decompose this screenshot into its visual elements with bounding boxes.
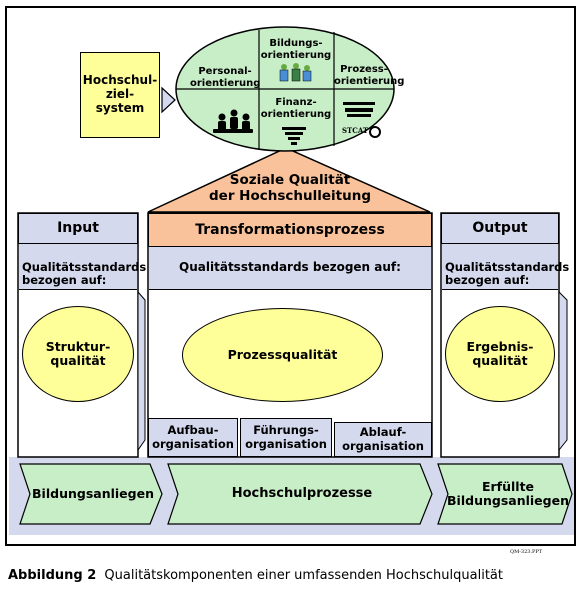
result-quality-ellipse: Ergebnis- qualität bbox=[445, 306, 555, 402]
stcat-label: STCAT bbox=[342, 126, 369, 135]
process-quality-ellipse: Prozessqualität bbox=[182, 308, 383, 402]
output-side-chevron bbox=[558, 290, 568, 452]
arrow-label-hochschulprozesse: Hochschulprozesse bbox=[231, 485, 373, 501]
org-box-ablauf: Ablauf- organisation bbox=[334, 422, 432, 457]
transformation-subheader: Qualitätsstandards bezogen auf: bbox=[149, 247, 431, 290]
arrow-shape-3 bbox=[437, 463, 573, 525]
input-subheader: Qualitätsstandards bezogen auf: bbox=[19, 244, 146, 290]
arrow-label-erfuellte-bildungsanliegen: Erfüllte Bildungsanliegen bbox=[447, 478, 569, 508]
caption-text: Qualitätskomponenten einer umfassenden H… bbox=[104, 568, 503, 583]
output-subheader: Qualitätsstandards bezogen auf: bbox=[442, 244, 569, 290]
structure-quality-ellipse: Struktur- qualität bbox=[22, 306, 134, 402]
zielsystem-arrow bbox=[161, 86, 176, 114]
file-code: QM-323.PPT bbox=[510, 549, 543, 555]
org-box-fuehrung: Führungs- organisation bbox=[240, 418, 332, 457]
output-header: Output bbox=[441, 213, 559, 244]
segment-finanz: Finanz- orientierung bbox=[260, 97, 332, 120]
arrow-shape-1 bbox=[19, 463, 163, 525]
zielsystem-label: Hochschul- ziel- system bbox=[82, 73, 158, 115]
segment-bildung: Bildungs- orientierung bbox=[260, 38, 332, 61]
org-box-aufbau: Aufbau- organisation bbox=[148, 418, 238, 457]
caption-number: Abbildung 2 bbox=[8, 568, 97, 583]
roof-triangle bbox=[147, 147, 431, 213]
arrow-label-bildungsanliegen: Bildungsanliegen bbox=[32, 485, 154, 501]
machine-icon bbox=[343, 102, 381, 138]
transformation-header: Transformationsprozess bbox=[148, 213, 432, 247]
figure-caption: Abbildung 2 Qualitätskomponenten einer u… bbox=[8, 568, 503, 583]
segment-prozess: Prozess- orientierung bbox=[334, 64, 405, 87]
roof-label: Soziale Qualität der Hochschulleitung bbox=[209, 172, 371, 204]
input-header: Input bbox=[18, 213, 138, 244]
zielsystem-box: Hochschul- ziel- system bbox=[80, 52, 160, 138]
segment-personal: Personal- orientierung bbox=[190, 66, 261, 89]
people-icon bbox=[213, 109, 253, 133]
arrow-shape-2 bbox=[167, 463, 433, 525]
funnel-icon bbox=[282, 127, 306, 145]
students-icon bbox=[279, 63, 312, 82]
input-side-chevron bbox=[137, 290, 146, 452]
